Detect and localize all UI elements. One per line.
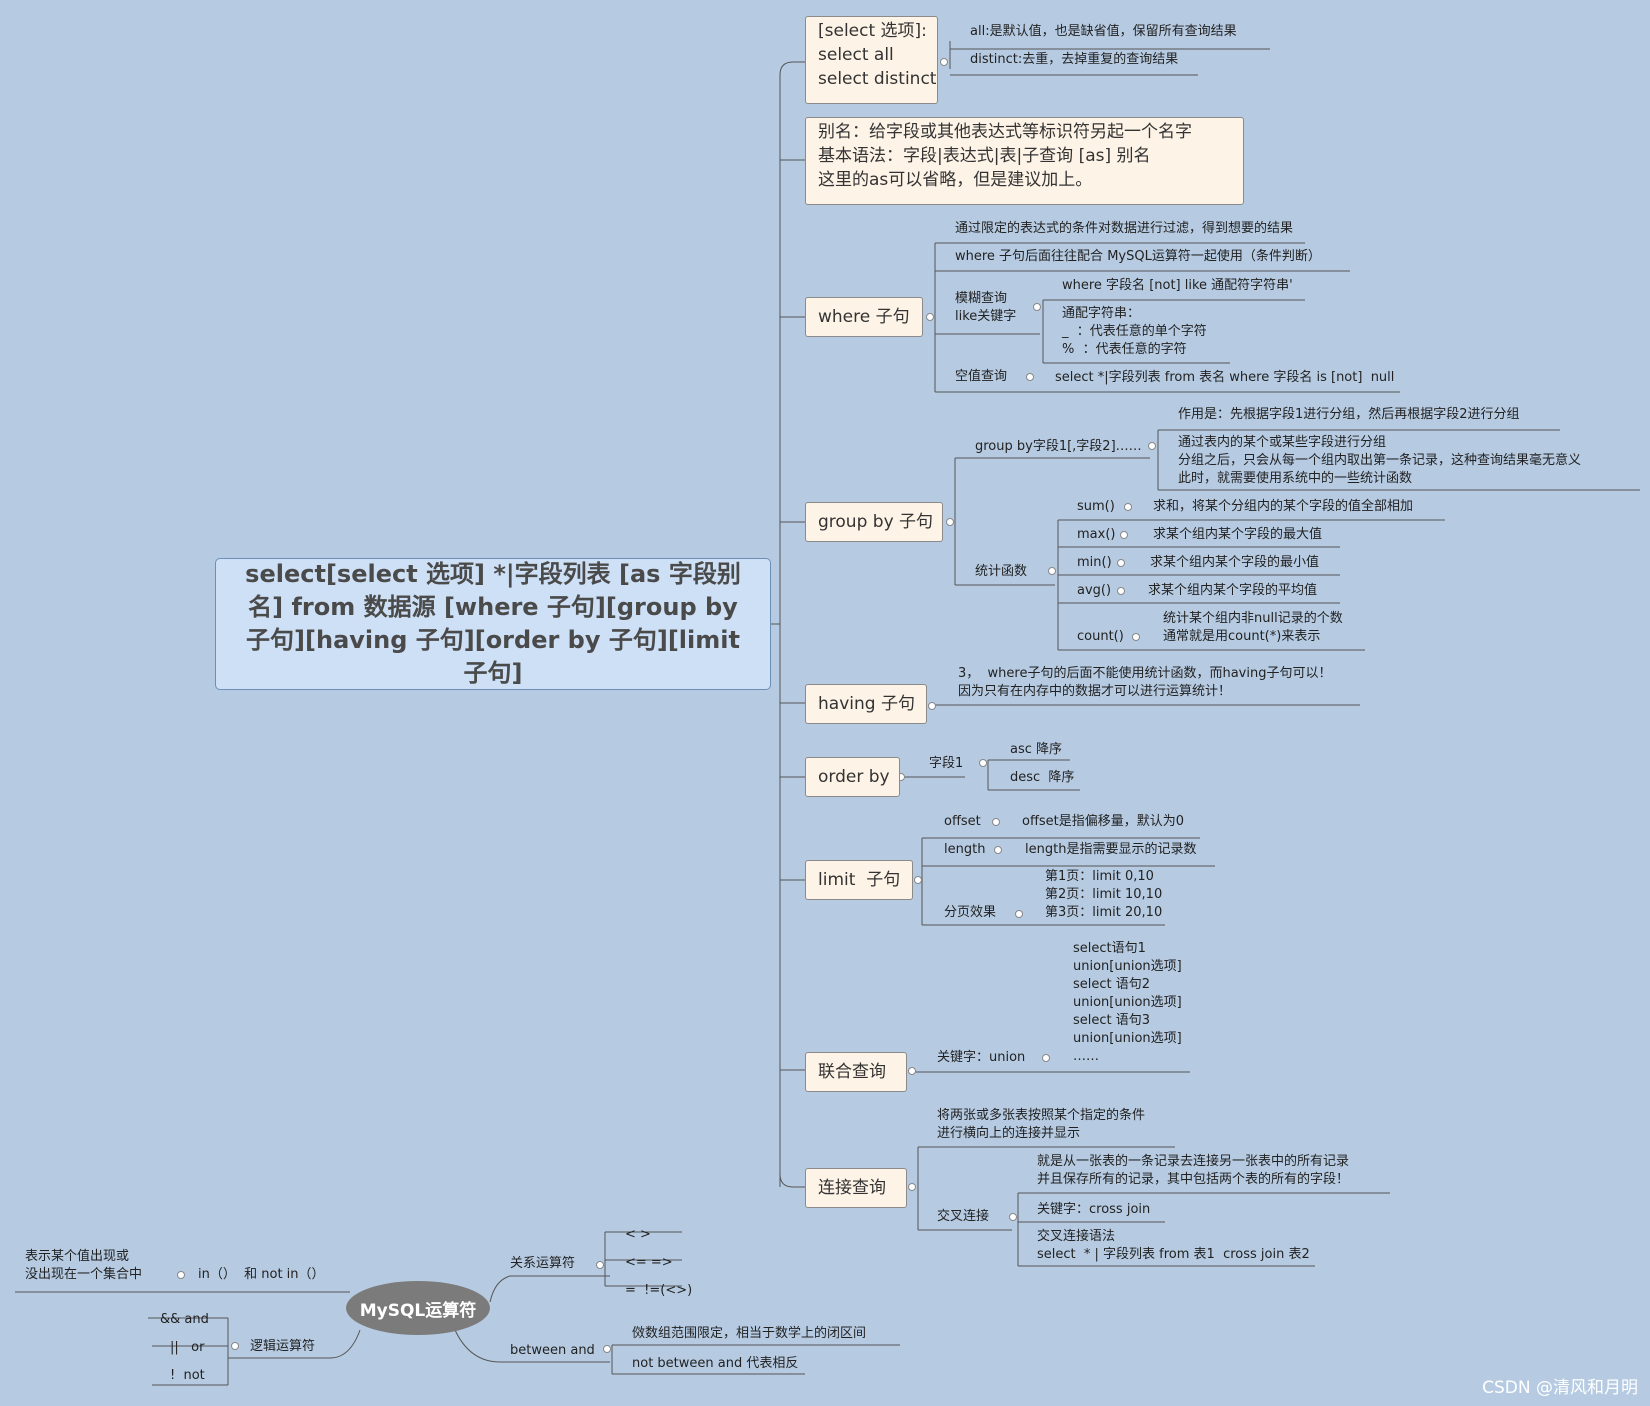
cross-join-syntax: 交叉连接语法 select * | 字段列表 from 表1 cross joi… xyxy=(1037,1229,1310,1262)
join-desc: 将两张或多张表按照某个指定的条件 进行横向上的连接并显示 xyxy=(937,1108,1146,1141)
logic-operators-label: 逻辑运算符 xyxy=(250,1339,316,1354)
union-keyword: 关键字：union xyxy=(937,1050,1026,1065)
func-avg-desc: 求某个组内某个字段的平均值 xyxy=(1148,583,1318,598)
limit-offset-desc: offset是指偏移量，默认为0 xyxy=(1022,814,1185,829)
select-options-node[interactable]: [select 选项]: select all select distinct xyxy=(805,16,938,104)
in-operator-desc: 表示某个值出现或 没出现在一个集合中 xyxy=(25,1249,143,1282)
func-avg: avg() xyxy=(1077,583,1112,598)
root-topic[interactable]: select[select 选项] *|字段列表 [as 字段别名] from … xyxy=(215,558,771,690)
select-all-desc: all:是默认值，也是缺省值，保留所有查询结果 xyxy=(970,24,1237,39)
null-query-syntax: select *|字段列表 from 表名 where 字段名 is [not]… xyxy=(1055,370,1395,385)
rel-op-1: < > xyxy=(625,1227,651,1242)
order-desc: desc 降序 xyxy=(1010,770,1075,785)
cross-join-keyword: 关键字：cross join xyxy=(1037,1202,1151,1217)
order-by-node[interactable]: order by xyxy=(805,757,900,797)
func-max: max() xyxy=(1077,527,1116,542)
rel-op-2: <= => xyxy=(625,1255,673,1270)
limit-paging-desc: 第1页：limit 0,10 第2页：limit 10,10 第3页：limit… xyxy=(1045,869,1163,920)
order-asc: asc 降序 xyxy=(1010,742,1063,757)
in-operator-label: in（） 和 not in（） xyxy=(198,1267,325,1282)
func-max-desc: 求某个组内某个字段的最大值 xyxy=(1153,527,1323,542)
relation-operators-label: 关系运算符 xyxy=(510,1256,576,1271)
func-count: count() xyxy=(1077,629,1124,644)
null-query-label: 空值查询 xyxy=(955,369,1008,384)
join-node[interactable]: 连接查询 xyxy=(805,1168,907,1208)
union-node[interactable]: 联合查询 xyxy=(805,1052,907,1092)
mysql-operators-node[interactable]: MySQL运算符 xyxy=(346,1281,490,1335)
group-by-fields-label: group by字段1[,字段2]…… xyxy=(975,439,1142,454)
limit-length-label: length xyxy=(944,842,986,857)
func-sum-desc: 求和，将某个分组内的某个字段的值全部相加 xyxy=(1153,499,1414,514)
logic-or: || or xyxy=(170,1340,205,1355)
where-desc-1: 通过限定的表达式的条件对数据进行过滤，得到想要的结果 xyxy=(955,221,1294,236)
limit-offset-label: offset xyxy=(944,814,981,829)
group-by-desc-1: 作用是：先根据字段1进行分组，然后再根据字段2进行分组 xyxy=(1178,407,1520,422)
func-min-desc: 求某个组内某个字段的最小值 xyxy=(1150,555,1320,570)
alias-node[interactable]: 别名：给字段或其他表达式等标识符另起一个名字 基本语法：字段|表达式|表|子查询… xyxy=(805,117,1244,205)
having-node[interactable]: having 子句 xyxy=(805,684,927,724)
limit-length-desc: length是指需要显示的记录数 xyxy=(1025,842,1197,857)
where-clause-node[interactable]: where 子句 xyxy=(805,297,923,337)
wildcards-desc: 通配字符串： _ ：代表任意的单个字符 % ：代表任意的字符 xyxy=(1062,306,1207,357)
stat-functions-label: 统计函数 xyxy=(975,564,1028,579)
limit-paging-label: 分页效果 xyxy=(944,905,997,920)
between-and-label: between and xyxy=(510,1343,595,1358)
group-by-node[interactable]: group by 子句 xyxy=(805,502,943,542)
func-min: min() xyxy=(1077,555,1112,570)
fuzzy-query-label: 模糊查询 like关键字 xyxy=(955,291,1017,324)
func-count-desc: 统计某个组内非null记录的个数 通常就是用count(*)来表示 xyxy=(1163,611,1343,644)
group-by-desc-2: 通过表内的某个或某些字段进行分组 分组之后，只会从每一个组内取出第一条记录，这种… xyxy=(1178,435,1582,486)
logic-and: && and xyxy=(160,1312,209,1327)
between-desc: 傚数组范围限定，相当于数学上的闭区间 xyxy=(632,1326,867,1341)
not-between-desc: not between and 代表相反 xyxy=(632,1356,799,1371)
fuzzy-syntax: where 字段名 [not] like 通配符字符串' xyxy=(1062,278,1293,293)
where-desc-2: where 子句后面往往配合 MySQL运算符一起使用（条件判断） xyxy=(955,249,1321,264)
having-desc: 3， where子句的后面不能使用统计函数，而having子句可以！ 因为只有在… xyxy=(958,666,1332,699)
cross-join-desc: 就是从一张表的一条记录去连接另一张表中的所有记录 并且保存所有的记录，其中包括两… xyxy=(1037,1154,1350,1187)
cross-join-label: 交叉连接 xyxy=(937,1209,990,1224)
rel-op-3: = !=(<>) xyxy=(625,1283,693,1298)
logic-not: ! not xyxy=(170,1368,205,1383)
limit-node[interactable]: limit 子句 xyxy=(805,860,913,900)
order-field-label: 字段1 xyxy=(929,756,964,771)
union-syntax: select语句1 union[union选项] select 语句2 unio… xyxy=(1073,941,1182,1064)
watermark: CSDN @清风和月明 xyxy=(1482,1378,1638,1398)
select-distinct-desc: distinct:去重，去掉重复的查询结果 xyxy=(970,52,1179,67)
func-sum: sum() xyxy=(1077,499,1115,514)
